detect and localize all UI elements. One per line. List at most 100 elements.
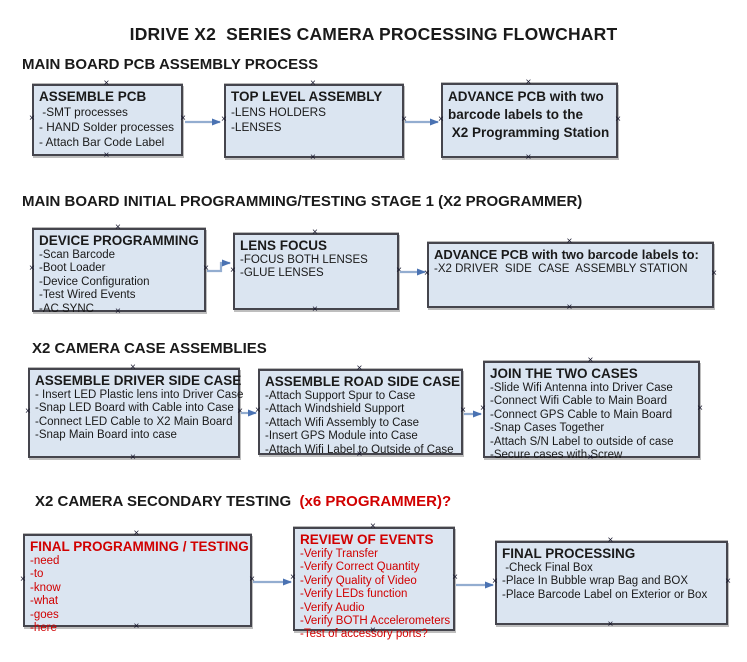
connection-handle-icon: ×	[587, 355, 594, 366]
box-item: -LENSES	[231, 120, 282, 134]
connection-handle-icon: ×	[115, 222, 121, 233]
box-item: - HAND Solder processes	[39, 120, 175, 134]
connection-handle-icon: ×	[249, 573, 255, 585]
box-title: ASSEMBLE ROAD SIDE CASE	[265, 374, 461, 389]
box-item: -Verify BOTH Accelerometers	[300, 615, 451, 628]
connection-handle-icon: ×	[103, 78, 110, 89]
box-item: -SMT processes	[39, 105, 128, 119]
connection-handle-icon: ×	[452, 572, 458, 583]
box-item: -Connect Wifi Cable to Main Board	[490, 395, 668, 408]
box-item: -Device Configuration	[39, 275, 150, 288]
box-advance-pcb-driver-side: ADVANCE PCB with two barcode labels to: …	[424, 237, 717, 313]
box-item: -what	[30, 595, 59, 608]
connection-handle-icon: ×	[525, 152, 532, 163]
box-top-level-assembly: TOP LEVEL ASSEMBLY -LENS HOLDERS -LENSES…	[221, 79, 407, 163]
box-item: -Slide Wifi Antenna into Driver Case	[490, 382, 673, 394]
box-item: -Snap Cases Together	[490, 422, 605, 435]
connection-handle-icon: ×	[115, 306, 121, 317]
box-item: -Connect GPS Cable to Main Board	[490, 408, 673, 421]
connection-handle-icon: ×	[255, 405, 261, 416]
heading-red-part: (x6 PROGRAMMER)?	[299, 493, 452, 510]
box-title: ASSEMBLE PCB	[39, 89, 147, 104]
box-assemble-road-side-case: ASSEMBLE ROAD SIDE CASE -Attach Support …	[255, 364, 466, 460]
connection-handle-icon: ×	[356, 449, 363, 460]
box-item: -FOCUS BOTH LENSES	[240, 254, 368, 266]
box-advance-pcb-programming-station: ADVANCE PCB with two barcode labels to t…	[438, 78, 621, 163]
box-assemble-pcb: ASSEMBLE PCB -SMT processes - HAND Solde…	[29, 79, 186, 161]
connection-handle-icon: ×	[312, 227, 318, 238]
box-title: FINAL PROGRAMMING / TESTING	[30, 539, 249, 554]
connection-handle-icon: ×	[230, 264, 236, 276]
connection-handle-icon: ×	[607, 619, 614, 630]
connector-arrow	[207, 259, 231, 273]
connection-handle-icon: ×	[697, 402, 703, 414]
connection-handle-icon: ×	[401, 114, 407, 125]
connection-handle-icon: ×	[492, 576, 498, 587]
box-title: TOP LEVEL ASSEMBLY	[231, 89, 383, 104]
heading-black-part: X2 CAMERA SECONDARY TESTING	[35, 493, 300, 510]
box-join-the-two-cases: JOIN THE TWO CASES -Slide Wifi Antenna i…	[480, 356, 703, 463]
box-item: -to	[30, 568, 44, 581]
box-item: -goes	[30, 608, 59, 621]
connection-handle-icon: ×	[237, 406, 243, 417]
box-item: - Insert LED Plastic lens into Driver Ca…	[35, 389, 244, 401]
box-item: -here	[30, 622, 57, 635]
connection-handle-icon: ×	[29, 263, 35, 274]
box-item: -Place In Bubble wrap Bag and BOX	[502, 575, 689, 588]
connection-handle-icon: ×	[396, 264, 402, 276]
box-item: -X2 DRIVER SIDE CASE ASSEMBLY STATION	[434, 263, 688, 275]
box-lens-focus: LENS FOCUS -FOCUS BOTH LENSES -GLUE LENS…	[230, 228, 402, 315]
box-final-programming-testing: FINAL PROGRAMMING / TESTING -need -to -k…	[20, 529, 255, 635]
connection-handle-icon: ×	[290, 572, 296, 583]
box-title: JOIN THE TWO CASES	[490, 366, 638, 381]
box-item: -Attach Support Spur to Case	[265, 390, 416, 402]
box-item: -Place Barcode Label on Exterior or Box	[502, 588, 708, 601]
connection-handle-icon: ×	[356, 363, 363, 374]
box-item: -Check Final Box	[502, 562, 593, 574]
box-title: ASSEMBLE DRIVER SIDE CASE	[35, 373, 242, 388]
box-item: -Verify Quality of Video	[300, 574, 417, 587]
box-title: FINAL PROCESSING	[502, 546, 636, 561]
box-item: -Attach S/N Label to outside of case	[490, 435, 674, 448]
section-heading-pcb-assembly: MAIN BOARD PCB ASSEMBLY PROCESS	[22, 56, 319, 73]
connection-handle-icon: ×	[566, 302, 573, 313]
box-item: -Boot Loader	[39, 262, 106, 275]
box-item: -Insert GPS Module into Case	[265, 430, 418, 443]
box-item: -Snap LED Board with Cable into Case	[35, 402, 234, 415]
connection-handle-icon: ×	[310, 152, 316, 163]
connection-handle-icon: ×	[130, 452, 136, 463]
box-title: ADVANCE PCB with two barcode labels to:	[434, 247, 699, 262]
box-item: -Test Wired Events	[39, 289, 136, 302]
box-item: -Verify Correct Quantity	[300, 561, 420, 574]
connection-handle-icon: ×	[133, 621, 140, 632]
box-device-programming: DEVICE PROGRAMMING -Scan Barcode -Boot L…	[29, 223, 209, 317]
section-heading-secondary-testing: X2 CAMERA SECONDARY TESTING (x6 PROGRAMM…	[35, 493, 451, 510]
connection-handle-icon: ×	[438, 113, 444, 125]
connection-handle-icon: ×	[424, 268, 430, 279]
box-item: -know	[30, 581, 61, 594]
box-item: -Verify Transfer	[300, 548, 378, 560]
connection-handle-icon: ×	[133, 528, 140, 539]
box-final-processing: FINAL PROCESSING -Check Final Box -Place…	[492, 536, 731, 630]
box-item: -Verify LEDs function	[300, 588, 408, 601]
box-item: -Secure cases with Screw	[490, 449, 623, 462]
box-title: DEVICE PROGRAMMING	[39, 233, 199, 248]
box-item: -Scan Barcode	[39, 249, 116, 261]
connection-handle-icon: ×	[25, 406, 31, 417]
connection-handle-icon: ×	[460, 405, 466, 416]
box-item: -need	[30, 555, 60, 567]
connection-handle-icon: ×	[103, 150, 110, 161]
box-item: -Test of accessory ports?	[300, 628, 428, 641]
box-item: -Snap Main Board into case	[35, 429, 177, 442]
box-item: -GLUE LENSES	[240, 267, 324, 280]
connection-handle-icon: ×	[221, 114, 227, 125]
box-item: -Attach Wifi Assembly to Case	[265, 416, 420, 429]
box-item: -Attach Windshield Support	[265, 403, 405, 416]
connection-handle-icon: ×	[607, 535, 614, 546]
section-heading-case-assemblies: X2 CAMERA CASE ASSEMBLIES	[32, 340, 267, 357]
connection-handle-icon: ×	[370, 625, 376, 636]
box-title: ADVANCE PCB with two barcode labels to t…	[448, 89, 610, 140]
connection-handle-icon: ×	[180, 113, 186, 124]
connection-handle-icon: ×	[587, 452, 594, 463]
